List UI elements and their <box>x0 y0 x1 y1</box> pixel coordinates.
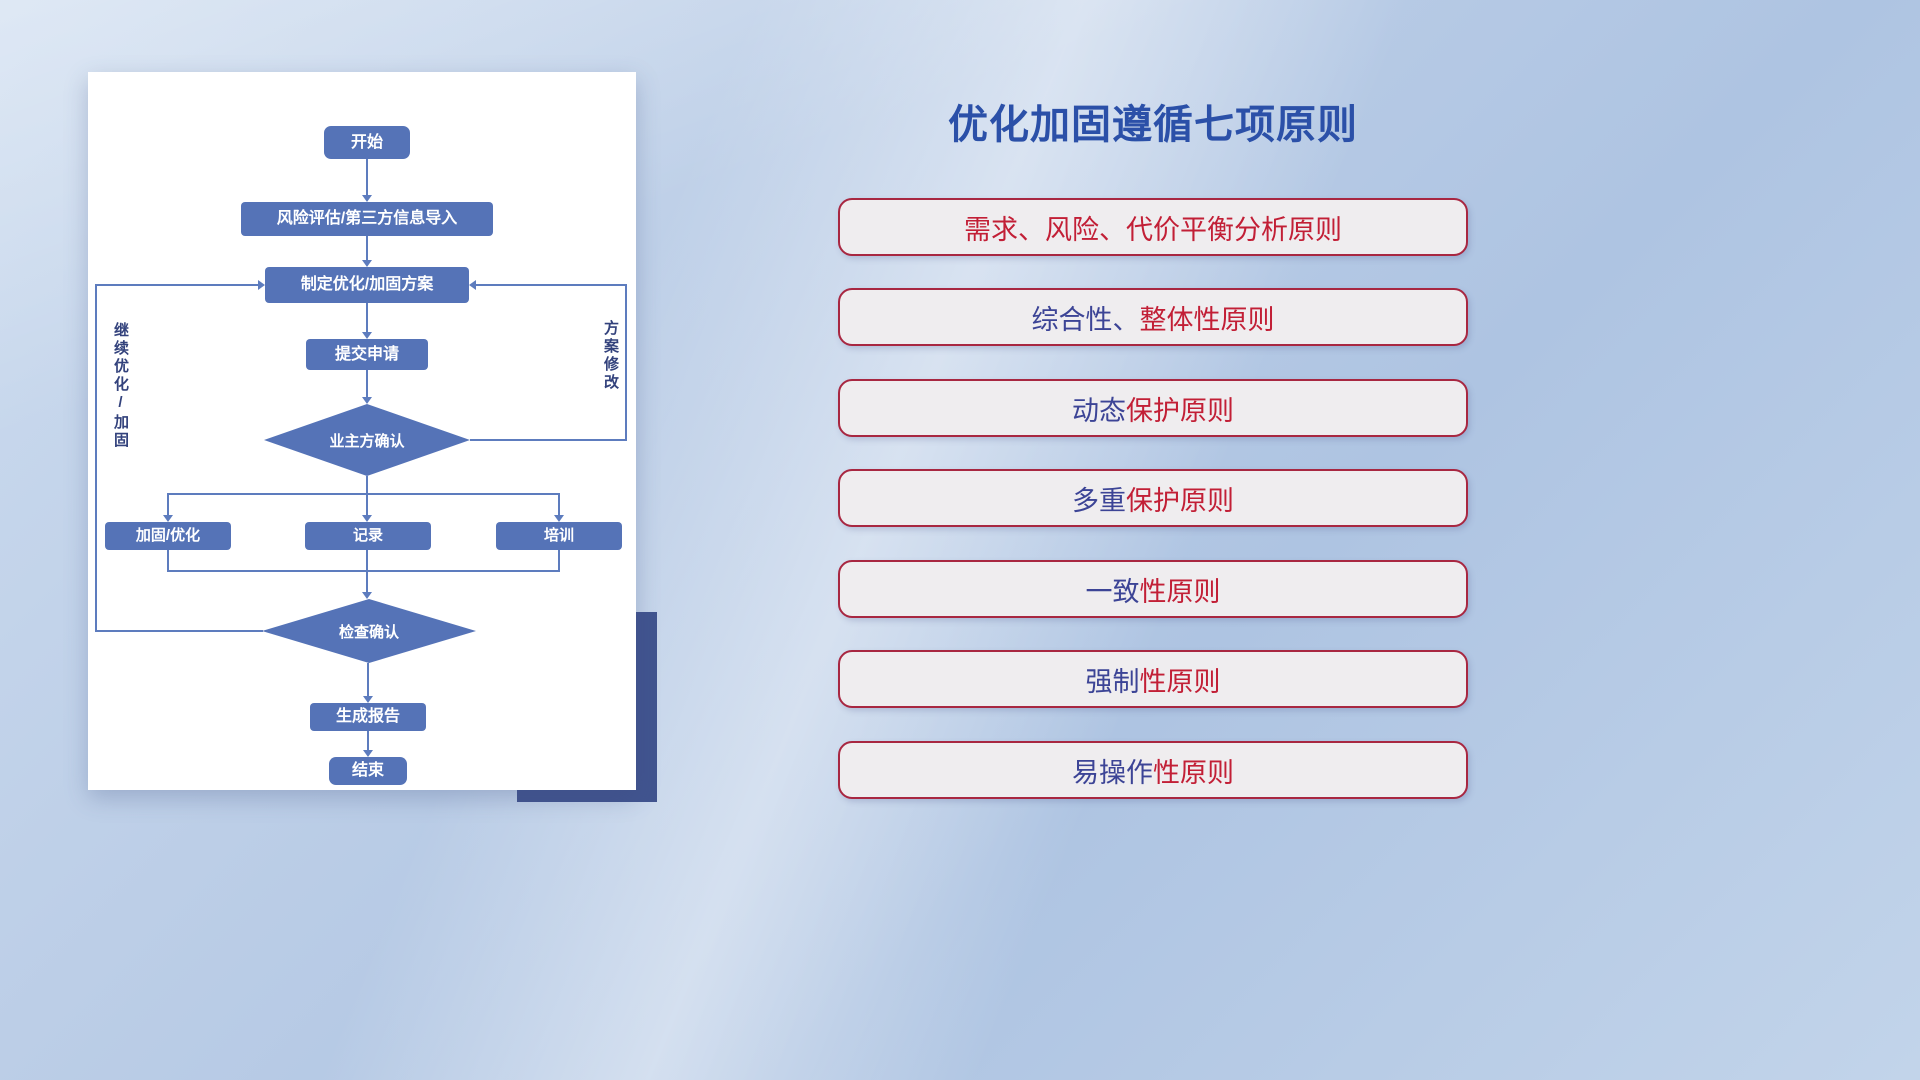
connector-line <box>362 195 372 202</box>
principle-text-red: 性原则 <box>1139 576 1221 607</box>
principle-text-red: 整体性原则 <box>1139 304 1275 335</box>
connector-line <box>366 236 368 261</box>
connector-line <box>366 493 368 516</box>
flowchart: 开始 风险评估/第三方信息导入 制定优化/加固方案 提交申请 业主方确认 加固/… <box>88 72 636 790</box>
connector-line <box>554 515 564 522</box>
principle-text-blue: 综合性、 <box>1031 304 1140 335</box>
principle-text-red: 需求、风险、代价平衡分析原则 <box>964 214 1342 245</box>
connector-line <box>362 332 372 339</box>
connector-line <box>163 515 173 522</box>
connector-line <box>469 280 476 290</box>
flow-node-training: 培训 <box>496 522 622 550</box>
principle-box-2: 综合性、整体性原则 <box>838 288 1468 346</box>
flow-node-risk-import: 风险评估/第三方信息导入 <box>241 202 493 236</box>
connector-line <box>258 280 265 290</box>
connector-line <box>366 159 368 196</box>
connector-line <box>362 260 372 267</box>
principle-text-blue: 动态 <box>1072 395 1126 426</box>
principle-text-blue: 强制 <box>1085 666 1140 697</box>
connector-line <box>366 550 368 570</box>
connector-line <box>363 696 373 703</box>
connector-line <box>558 550 560 570</box>
connector-line <box>625 285 627 440</box>
principle-box-1: 需求、风险、代价平衡分析原则 <box>838 198 1468 256</box>
flow-node-make-plan: 制定优化/加固方案 <box>265 267 469 303</box>
principle-box-5: 一致性原则 <box>838 560 1468 618</box>
flow-node-record: 记录 <box>305 522 431 550</box>
flow-node-end: 结束 <box>329 757 407 785</box>
connector-line <box>167 570 560 572</box>
principle-box-3: 动态保护原则 <box>838 379 1468 437</box>
connector-line <box>558 493 560 516</box>
connector-line <box>362 397 372 404</box>
flow-node-owner-confirm: 业主方确认 <box>264 404 470 476</box>
flow-node-check-confirm: 检查确认 <box>262 599 476 663</box>
label-continue-optimize: 继续优化/加固 <box>112 322 129 450</box>
label-plan-revise: 方案修改 <box>602 320 619 392</box>
panel-title: 优化加固遵循七项原则 <box>948 103 1358 147</box>
flowchart-card: 开始 风险评估/第三方信息导入 制定优化/加固方案 提交申请 业主方确认 加固/… <box>88 72 636 790</box>
principle-box-4: 多重保护原则 <box>838 469 1468 527</box>
principle-text-red: 保护原则 <box>1126 485 1234 516</box>
connector-line <box>470 439 627 441</box>
connector-line <box>476 284 627 286</box>
connector-line <box>367 731 369 751</box>
flow-node-report: 生成报告 <box>310 703 426 731</box>
principle-text-red: 保护原则 <box>1126 395 1234 426</box>
connector-line <box>366 303 368 333</box>
connector-line <box>95 285 97 631</box>
principle-text-red: 性原则 <box>1139 666 1221 697</box>
principles-panel: 优化加固遵循七项原则 需求、风险、代价平衡分析原则 综合性、整体性原则 动态保护… <box>838 0 1468 1080</box>
principle-text-red: 性原则 <box>1153 757 1234 788</box>
flow-node-submit: 提交申请 <box>306 339 428 370</box>
connector-line <box>95 284 258 286</box>
connector-line <box>366 570 368 593</box>
principle-box-7: 易操作性原则 <box>838 741 1468 799</box>
connector-line <box>363 750 373 757</box>
connector-line <box>366 476 368 493</box>
connector-line <box>362 592 372 599</box>
principle-text-blue: 一致 <box>1085 576 1140 607</box>
connector-line <box>366 370 368 398</box>
principle-box-6: 强制性原则 <box>838 650 1468 708</box>
principle-text-blue: 易操作 <box>1072 757 1153 788</box>
connector-line <box>95 630 263 632</box>
flow-node-start: 开始 <box>324 126 410 159</box>
connector-line <box>167 493 169 516</box>
connector-line <box>362 515 372 522</box>
principle-text-blue: 多重 <box>1072 485 1126 516</box>
flow-node-harden: 加固/优化 <box>105 522 231 550</box>
connector-line <box>167 493 560 495</box>
connector-line <box>167 550 169 570</box>
connector-line <box>367 663 369 697</box>
